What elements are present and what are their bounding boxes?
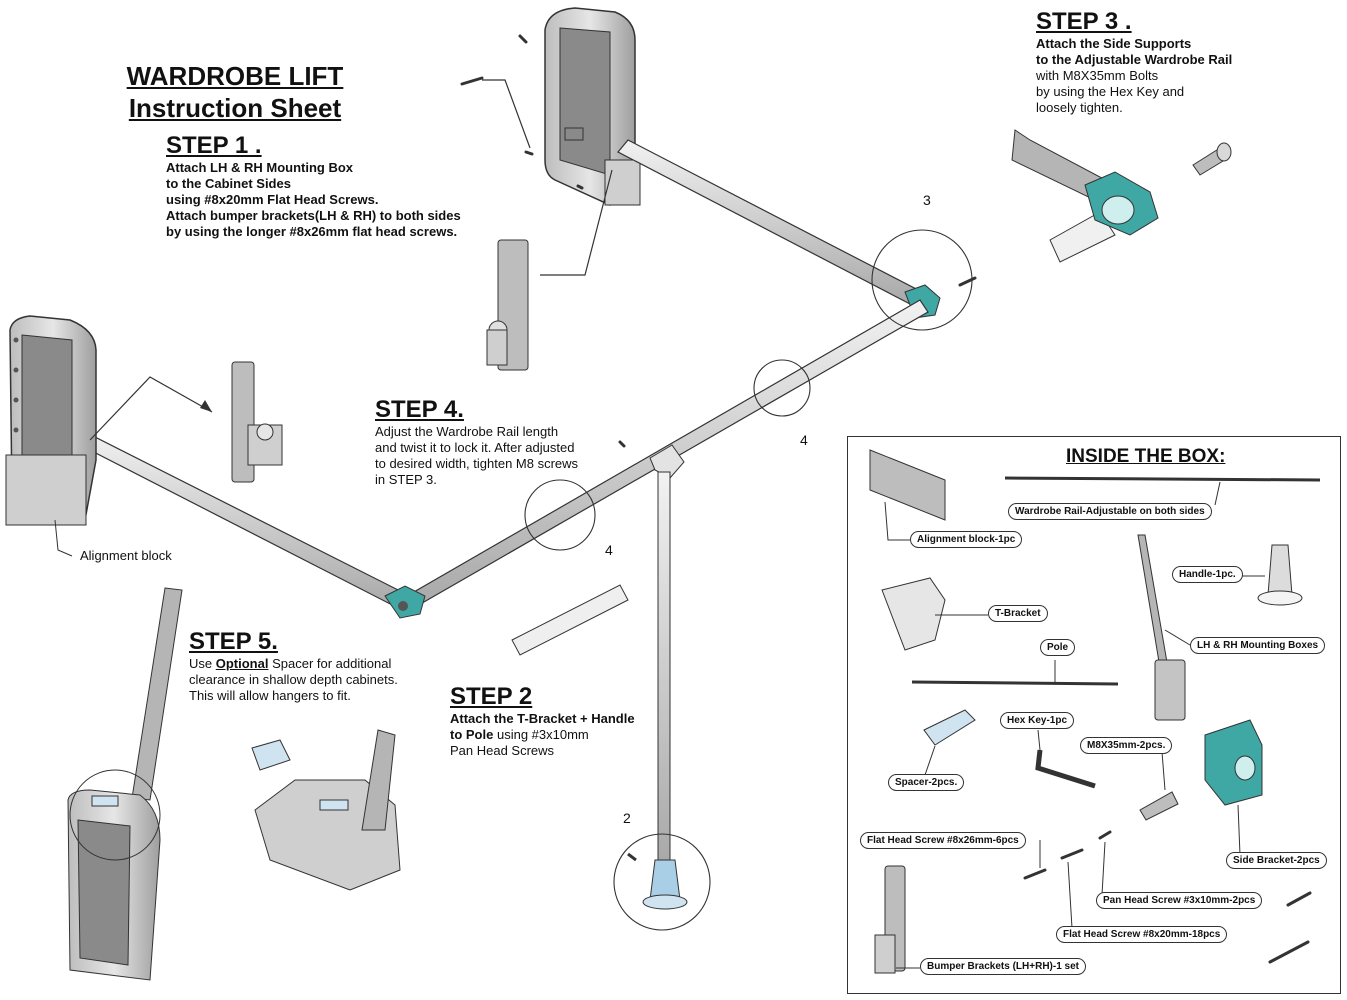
label-hexkey: Hex Key-1pc: [1000, 712, 1075, 729]
t-bracket: [649, 444, 685, 479]
label-bumper: Bumper Brackets (LH+RH)-1 set: [920, 958, 1086, 975]
callout-3: 3: [923, 192, 931, 208]
label-mounting: LH & RH Mounting Boxes: [1190, 637, 1326, 654]
label-m8: M8X35mm-2pcs.: [1080, 737, 1173, 754]
pole: [657, 471, 671, 868]
step3-detail: [1011, 129, 1232, 263]
step5-detail: [67, 587, 401, 981]
left-mounting-box: [5, 315, 97, 526]
label-flat20: Flat Head Screw #8x20mm-18pcs: [1056, 926, 1228, 943]
rail-segment: [511, 584, 629, 656]
label-pan: Pan Head Screw #3x10mm-2pcs: [1096, 892, 1263, 909]
left-bumper-bracket: [231, 361, 283, 483]
label-rail: Wardrobe Rail-Adjustable on both sides: [1008, 503, 1212, 520]
callout-2: 2: [623, 810, 631, 826]
handle: [649, 859, 681, 901]
top-mounting-box: [544, 7, 641, 206]
label-pole: Pole: [1040, 639, 1076, 656]
page-title: WARDROBE LIFT Instruction Sheet: [126, 61, 344, 123]
detail-circles: [524, 229, 973, 931]
step2-block: STEP 2 Attach the T-Bracket + Handle to …: [450, 683, 635, 758]
upper-rail: [617, 139, 923, 306]
label-alignment: Alignment block-1pc: [910, 531, 1023, 548]
step5-block: STEP 5. Use Optional Spacer for addition…: [189, 628, 398, 703]
callout-4b: 4: [605, 542, 613, 558]
top-bumper-bracket: [486, 239, 529, 371]
inside-box-parts: [869, 449, 1321, 974]
callout-4a: 4: [800, 432, 808, 448]
label-sidebracket: Side Bracket-2pcs: [1226, 852, 1327, 869]
step3-block: STEP 3 . Attach the Side Supports to the…: [1036, 8, 1233, 115]
inside-box-leaders: [884, 481, 1265, 969]
alignment-block-label: Alignment block: [80, 548, 172, 563]
label-handle: Handle-1pc.: [1172, 566, 1243, 583]
top-screws: [460, 34, 977, 448]
step4-block: STEP 4. Adjust the Wardrobe Rail length …: [375, 396, 579, 487]
label-tbracket: T-Bracket: [988, 605, 1048, 622]
label-flat26: Flat Head Screw #8x26mm-6pcs: [860, 832, 1026, 849]
step1-block: STEP 1 . Attach LH & RH Mounting Box to …: [166, 132, 461, 239]
inside-box-title: INSIDE THE BOX:: [1066, 446, 1226, 467]
label-spacer: Spacer-2pcs.: [888, 774, 965, 791]
inside-the-box-panel: [847, 436, 1341, 994]
